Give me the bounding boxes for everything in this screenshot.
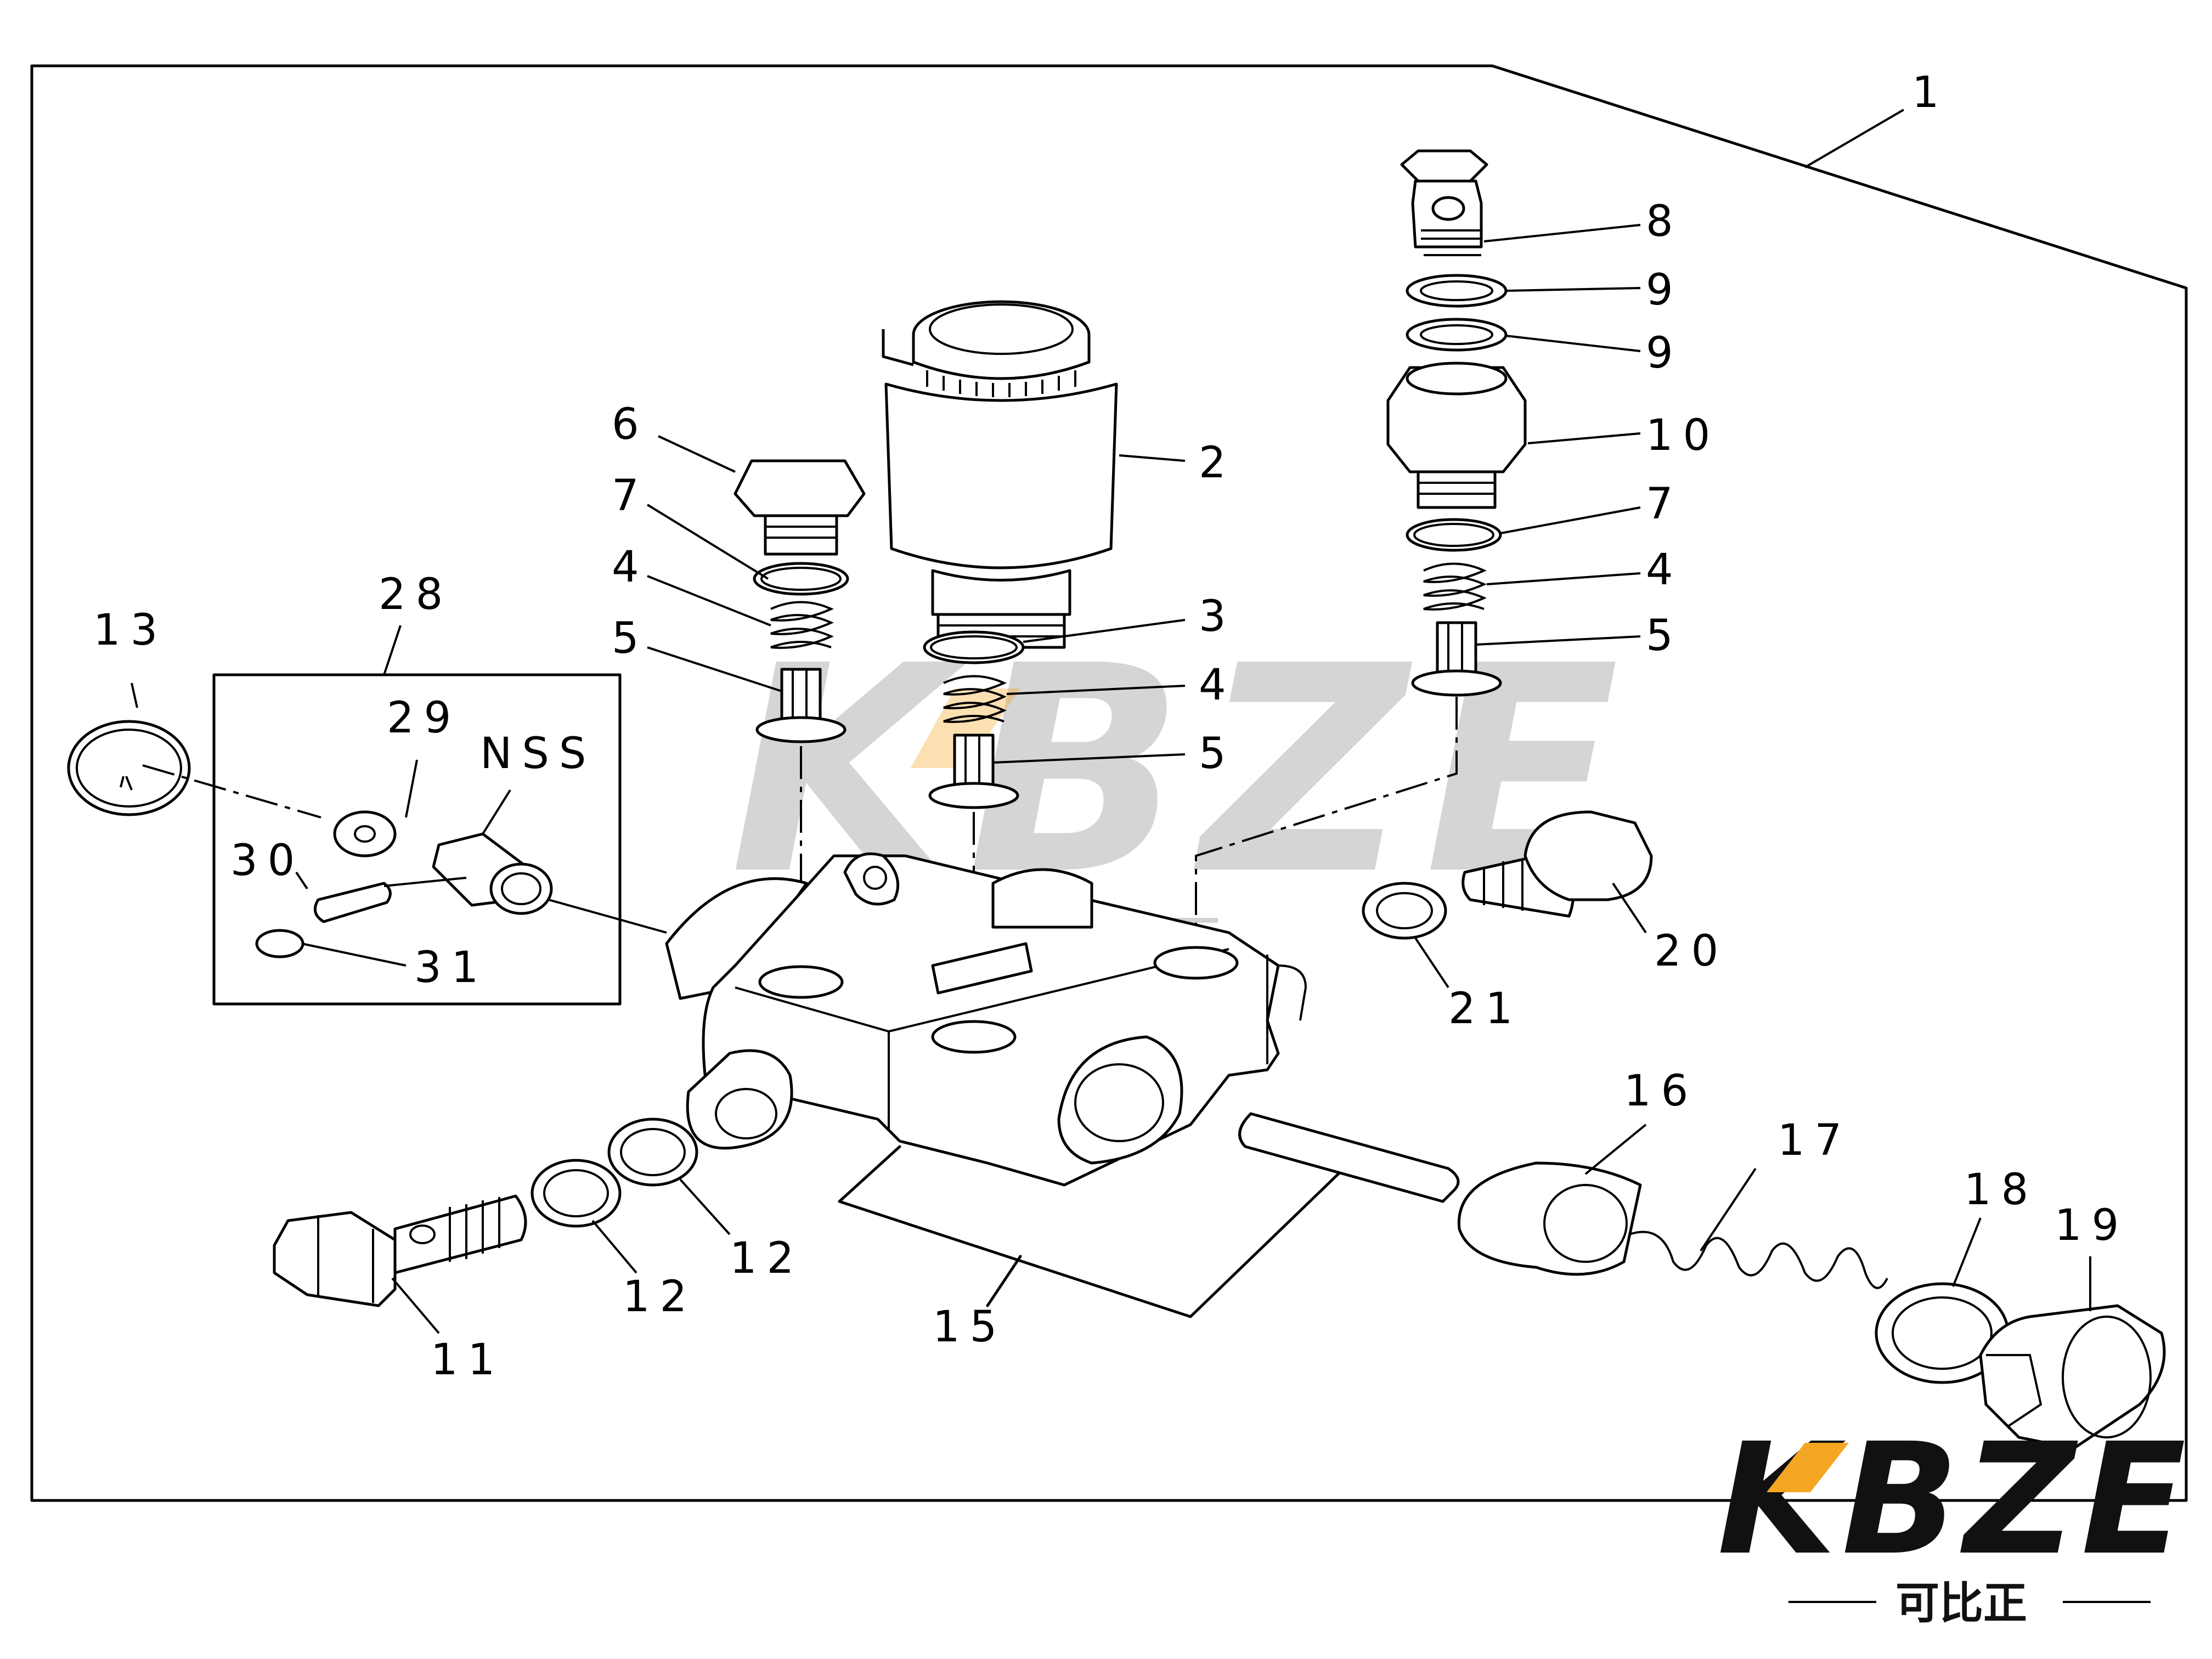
label-21: 21 xyxy=(1448,984,1522,1034)
group-box-28 xyxy=(212,673,622,1006)
label-16: 16 xyxy=(1624,1066,1698,1116)
part-2-priming-pump xyxy=(882,300,1118,649)
label-5-left: 5 xyxy=(612,614,649,663)
label-13: 13 xyxy=(93,606,167,655)
part-8-banjo-bolt xyxy=(1400,149,1488,256)
label-8: 8 xyxy=(1646,197,1683,246)
label-19: 19 xyxy=(2055,1201,2129,1250)
label-7-left: 7 xyxy=(612,471,649,521)
label-15: 15 xyxy=(933,1302,1007,1352)
label-2: 2 xyxy=(1199,438,1236,488)
label-12-right: 12 xyxy=(730,1234,804,1283)
label-4-centre: 4 xyxy=(1199,661,1236,710)
label-3: 3 xyxy=(1199,592,1236,641)
label-17: 17 xyxy=(1778,1116,1852,1165)
label-nss: NSS xyxy=(480,729,596,778)
part-19-plug xyxy=(1979,1304,2166,1450)
diagram-frame xyxy=(30,64,2188,1502)
label-4-left: 4 xyxy=(612,543,649,592)
label-30: 30 xyxy=(230,836,304,885)
kbze-logo: KBZE 可比正 xyxy=(1717,1410,2192,1629)
label-12-left: 12 xyxy=(623,1272,697,1322)
label-18: 18 xyxy=(1964,1165,2038,1215)
part-6-plug xyxy=(733,459,866,556)
label-29: 29 xyxy=(387,693,461,743)
watermark-accent xyxy=(911,689,1020,768)
logo-accent xyxy=(1767,1443,1849,1492)
label-1: 1 xyxy=(1912,68,1949,117)
label-11: 11 xyxy=(431,1335,505,1385)
label-7-right: 7 xyxy=(1646,479,1683,529)
part-15-pump-body xyxy=(665,852,1307,1187)
label-5-centre: 5 xyxy=(1199,729,1236,778)
label-10: 10 xyxy=(1646,411,1720,460)
part-labels: 1 8 9 9 10 7 4 5 2 3 4 5 6 7 4 5 13 28 2… xyxy=(93,68,2129,1385)
label-6: 6 xyxy=(612,400,649,449)
label-9-bottom: 9 xyxy=(1646,329,1683,378)
logo-brand: KBZE xyxy=(1717,1410,2192,1589)
label-9-top: 9 xyxy=(1646,266,1683,315)
part-10-holder xyxy=(1386,362,1527,509)
label-4-right: 4 xyxy=(1646,545,1683,595)
label-28: 28 xyxy=(379,570,453,619)
label-5-right: 5 xyxy=(1646,611,1683,661)
part-11-banjo-bolt xyxy=(273,1194,527,1307)
label-31: 31 xyxy=(414,943,488,992)
label-20: 20 xyxy=(1654,927,1728,976)
logo-subtitle: 可比正 xyxy=(1895,1578,2027,1629)
